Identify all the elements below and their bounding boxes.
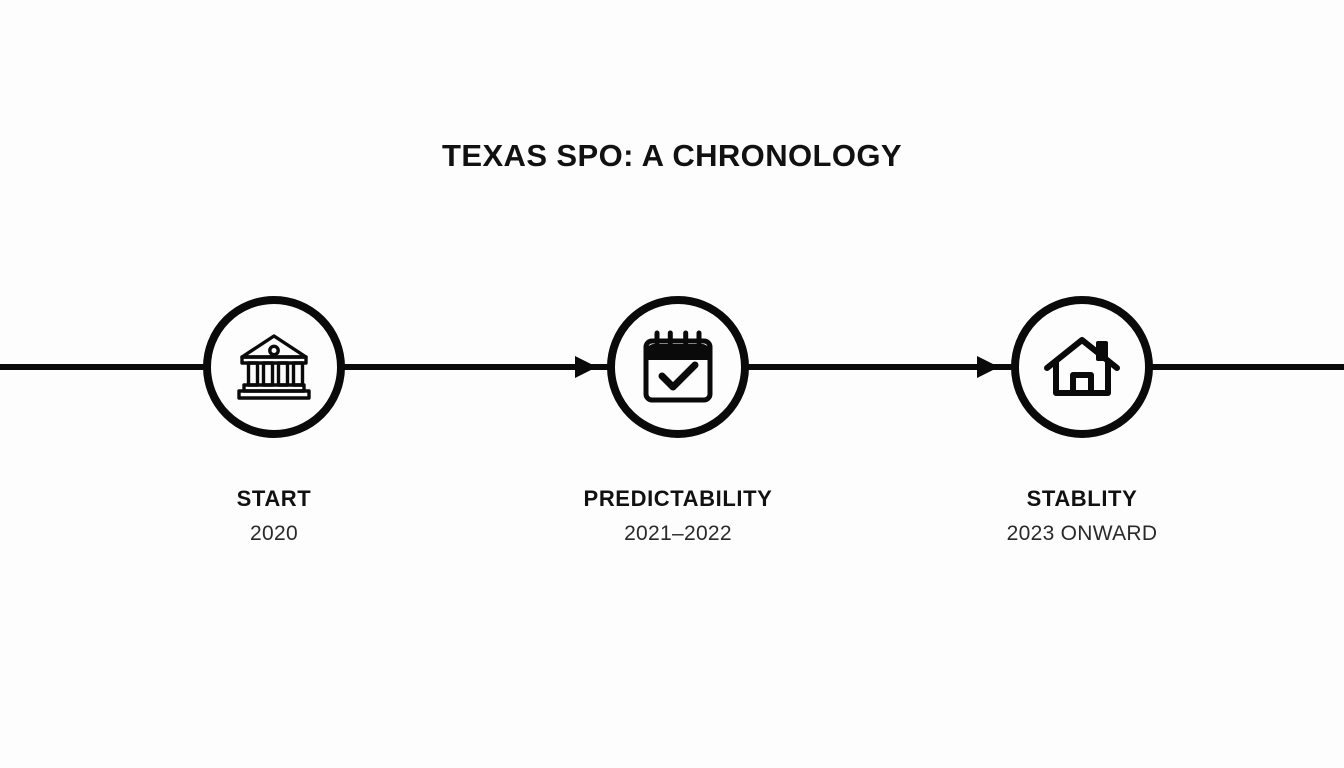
calendar-check-icon bbox=[643, 330, 713, 403]
page-title: TEXAS SPO: A CHRONOLOGY bbox=[442, 138, 902, 173]
arrow-head-icon bbox=[575, 356, 597, 378]
milestone-date-predictability: 2021–2022 bbox=[624, 522, 732, 545]
milestone-label-stability: STABLITY bbox=[1026, 486, 1138, 511]
arrow-shaft bbox=[345, 364, 577, 370]
connector-arrow-predictability-to-stability bbox=[749, 350, 999, 384]
caption-start: START 2020 bbox=[64, 484, 484, 548]
node-circle bbox=[607, 296, 749, 438]
timeline-node-start[interactable] bbox=[203, 296, 345, 438]
timeline-node-predictability[interactable] bbox=[607, 296, 749, 438]
bank-building-icon bbox=[237, 334, 311, 400]
milestone-label-start: START bbox=[236, 486, 312, 511]
timeline-node-stability[interactable] bbox=[1011, 296, 1153, 438]
milestone-date-start: 2020 bbox=[250, 522, 298, 545]
house-icon bbox=[1044, 337, 1120, 396]
node-circle bbox=[203, 296, 345, 438]
caption-predictability: PREDICTABILITY 2021–2022 bbox=[468, 484, 888, 548]
caption-stability: STABLITY 2023 ONWARD bbox=[872, 484, 1292, 548]
node-circle bbox=[1011, 296, 1153, 438]
arrow-shaft bbox=[749, 364, 979, 370]
milestone-label-predictability: PREDICTABILITY bbox=[583, 486, 773, 511]
arrow-head-icon bbox=[977, 356, 999, 378]
connector-arrow-start-to-predictability bbox=[345, 350, 597, 384]
milestone-date-stability: 2023 ONWARD bbox=[1006, 522, 1158, 545]
